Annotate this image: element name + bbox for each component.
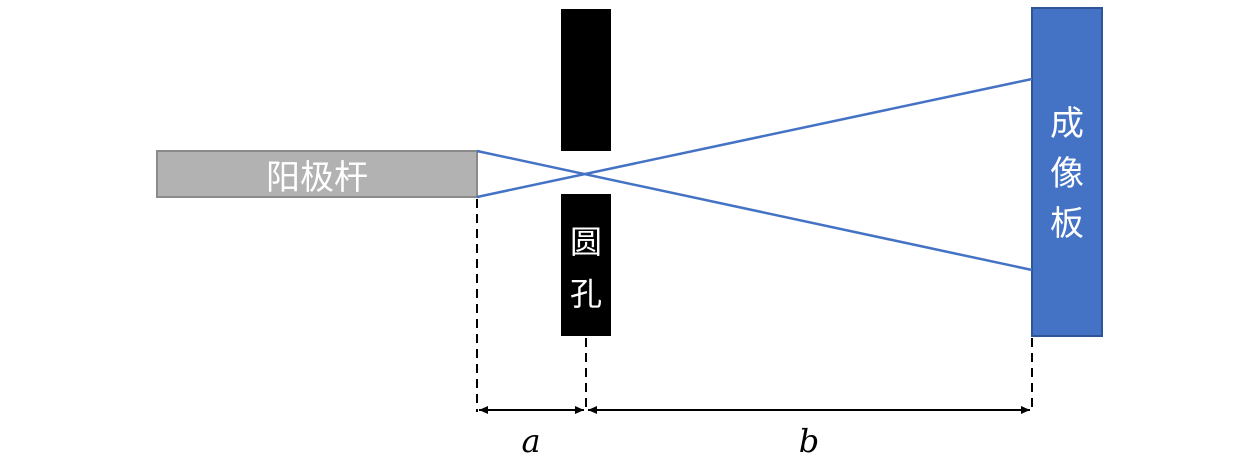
dimension-label-b: b: [799, 422, 819, 460]
anode-rod: [156, 150, 478, 198]
imaging-plate-label-1: 成: [1050, 104, 1084, 144]
imaging-plate-label-2: 像: [1050, 154, 1084, 194]
aperture-lower-plate: [561, 194, 611, 336]
ray-top-to-bottom: [476, 149, 1033, 272]
aperture-label-2: 孔: [570, 275, 602, 313]
aperture-label-1: 圆: [570, 223, 602, 261]
aperture-upper-plate: [561, 9, 611, 151]
imaging-plate-label-3: 板: [1050, 204, 1084, 244]
dimension-label-a: a: [521, 422, 540, 460]
imaging-plate: [1031, 7, 1103, 337]
anode-rod-label: 阳极杆: [266, 158, 368, 198]
ray-bottom-to-top: [476, 77, 1033, 199]
